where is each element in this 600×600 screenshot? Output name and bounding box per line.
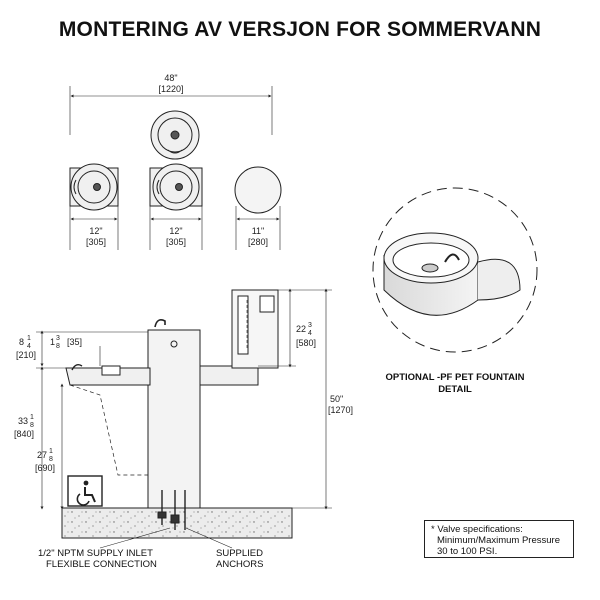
svg-text:[690]: [690] (35, 463, 55, 473)
dim-22-3-4: 22 3 4 [580] (296, 322, 316, 348)
svg-text:4: 4 (308, 330, 312, 337)
dim-1-3-8: 1 3 8 [35] (50, 335, 82, 350)
pet-fountain-detail (372, 187, 538, 353)
svg-text:22: 22 (296, 324, 306, 334)
seg1-mm: [305] (86, 237, 106, 247)
note-line-3: 30 to 100 PSI. (437, 546, 498, 557)
supply-label-2: FLEXIBLE CONNECTION (46, 559, 157, 570)
svg-text:1: 1 (27, 335, 31, 342)
anchors-label-1: SUPPLIED (216, 548, 263, 559)
svg-text:1: 1 (30, 414, 34, 421)
detail-caption-1: OPTIONAL -PF PET FOUNTAIN (386, 372, 525, 383)
dim-33-1-8: 33 1 8 [840] (14, 414, 34, 439)
top-view (69, 86, 282, 250)
svg-text:27: 27 (37, 450, 47, 460)
svg-text:1: 1 (49, 448, 53, 455)
seg3-label: 11" (252, 226, 265, 236)
side-view (36, 288, 332, 549)
dim-8-1-4: 8 1 4 [210] (16, 335, 36, 360)
seg1-label: 12" (89, 226, 102, 236)
seg3-mm: [280] (248, 237, 268, 247)
svg-text:[840]: [840] (14, 429, 34, 439)
svg-text:4: 4 (27, 343, 31, 350)
seg2-mm: [305] (166, 237, 186, 247)
accessibility-icon (76, 480, 96, 506)
seg2-label: 12" (169, 226, 182, 236)
note-line-2: Minimum/Maximum Pressure (437, 535, 560, 546)
overall-width-label: 48" (164, 73, 177, 83)
svg-text:8: 8 (19, 337, 24, 347)
page-title: MONTERING AV VERSJON FOR SOMMERVANN (58, 18, 542, 41)
supply-label-1: 1/2" NPTM SUPPLY INLET (38, 548, 153, 559)
svg-text:[210]: [210] (16, 350, 36, 360)
svg-text:8: 8 (56, 343, 60, 350)
overall-width-mm: [1220] (158, 84, 183, 94)
dim-27-1-8: 27 1 8 [690] (35, 448, 55, 473)
svg-text:3: 3 (56, 335, 60, 342)
svg-text:50": 50" (330, 394, 343, 404)
detail-caption-2: DETAIL (438, 384, 472, 395)
svg-text:1: 1 (50, 337, 55, 347)
note-line-1: * Valve specifications: (431, 524, 523, 535)
anchors-label-2: ANCHORS (216, 559, 264, 570)
svg-text:3: 3 (308, 322, 312, 329)
svg-text:8: 8 (30, 422, 34, 429)
svg-text:8: 8 (49, 456, 53, 463)
svg-text:[580]: [580] (296, 338, 316, 348)
svg-text:33: 33 (18, 416, 28, 426)
valve-spec-note: * Valve specifications: Minimum/Maximum … (424, 520, 574, 558)
svg-text:[1270]: [1270] (328, 405, 353, 415)
svg-text:[35]: [35] (67, 337, 82, 347)
dim-50: 50" [1270] (328, 394, 353, 415)
